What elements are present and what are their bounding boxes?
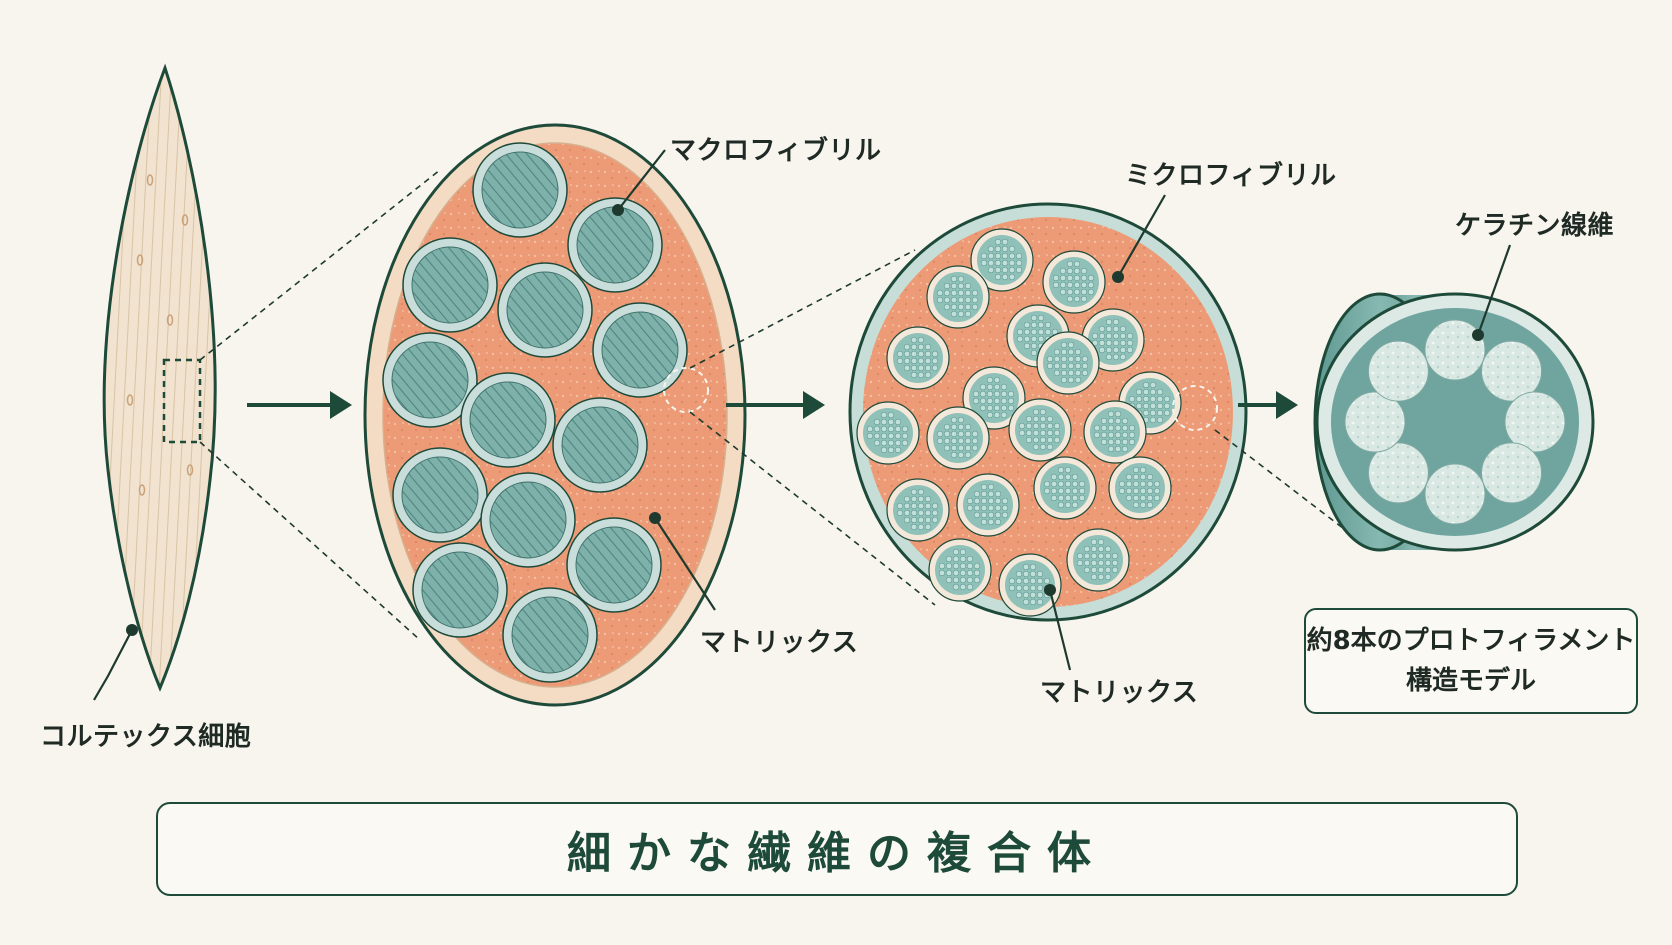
microfibril <box>956 473 1020 537</box>
microfibril <box>886 478 950 542</box>
macrofibril-section <box>363 123 747 707</box>
note-line-1: 約8本のプロトフィラメント <box>1306 626 1636 656</box>
zoom-lines-1 <box>199 169 441 641</box>
note-line-2: 構造モデル <box>1405 666 1536 696</box>
microfibril <box>1036 331 1100 395</box>
protofilament <box>1424 463 1486 525</box>
microfibril <box>1008 398 1072 462</box>
microfibril <box>1033 456 1097 520</box>
matrix-zoom-circle <box>663 367 709 413</box>
microfibril <box>970 228 1034 292</box>
leader-lines <box>93 149 1512 701</box>
macrofibril <box>566 517 662 613</box>
protofilament <box>1481 442 1543 504</box>
microfibril <box>1042 250 1106 314</box>
protofilament <box>1344 391 1406 453</box>
macrofibril <box>567 197 663 293</box>
macrofibril <box>412 542 508 638</box>
macrofibril <box>497 262 593 358</box>
microfibril <box>886 326 950 390</box>
caption-text: 細かな繊維の複合体 <box>567 828 1107 879</box>
protofilament <box>1481 340 1543 402</box>
arrow-right-icon <box>247 391 352 419</box>
protofilament <box>1504 391 1566 453</box>
macrofibril <box>552 397 648 493</box>
microfibril <box>998 553 1062 617</box>
protofilament-group <box>1344 319 1566 525</box>
label-cortex-cell: コルテックス細胞 <box>40 722 252 752</box>
cell-nuclei-dots <box>126 174 194 496</box>
label-matrix-2: マトリックス <box>1040 678 1199 708</box>
label-matrix-1: マトリックス <box>700 628 859 658</box>
microfibril <box>1081 308 1145 372</box>
label-keratin-fiber: ケラチン線維 <box>1455 211 1615 241</box>
macrofibril <box>472 142 568 238</box>
keratin-fiber-model <box>1313 292 1595 552</box>
label-macrofibril: マクロフィブリル <box>670 136 882 166</box>
macrofibril <box>592 302 688 398</box>
macrofibril <box>402 237 498 333</box>
microfibril-zoom-circle <box>1172 385 1218 431</box>
microfibril <box>926 406 990 470</box>
microfibril <box>1108 456 1172 520</box>
microfibril-group <box>856 228 1182 617</box>
protofilament <box>1367 340 1429 402</box>
macrofibril <box>392 447 488 543</box>
microfibril <box>1083 400 1147 464</box>
zoom-lines-2 <box>689 249 936 606</box>
microfibril-section <box>848 202 1248 622</box>
protofilament <box>1367 442 1429 504</box>
microfibril <box>928 538 992 602</box>
macrofibril <box>382 332 478 428</box>
macrofibril <box>502 587 598 683</box>
leader-dots <box>126 204 1484 636</box>
protofilament <box>1424 319 1486 381</box>
macrofibril <box>460 372 556 468</box>
label-microfibril: ミクロフィブリル <box>1125 161 1337 191</box>
microfibril <box>856 401 920 465</box>
cell-zoom-box <box>162 358 202 444</box>
arrow-right-icon <box>1238 391 1298 419</box>
microfibril <box>962 366 1026 430</box>
protofilament-note-box: 約8本のプロトフィラメント 構造モデル <box>1304 608 1638 714</box>
zoom-lines-3 <box>1214 429 1366 546</box>
cortex-cell <box>102 63 217 692</box>
macrofibril <box>480 472 576 568</box>
microfibril <box>926 265 990 329</box>
caption-box: 細かな繊維の複合体 <box>156 802 1518 896</box>
macrofibril-group <box>382 142 688 683</box>
arrow-right-icon <box>726 391 825 419</box>
microfibril <box>1066 528 1130 592</box>
